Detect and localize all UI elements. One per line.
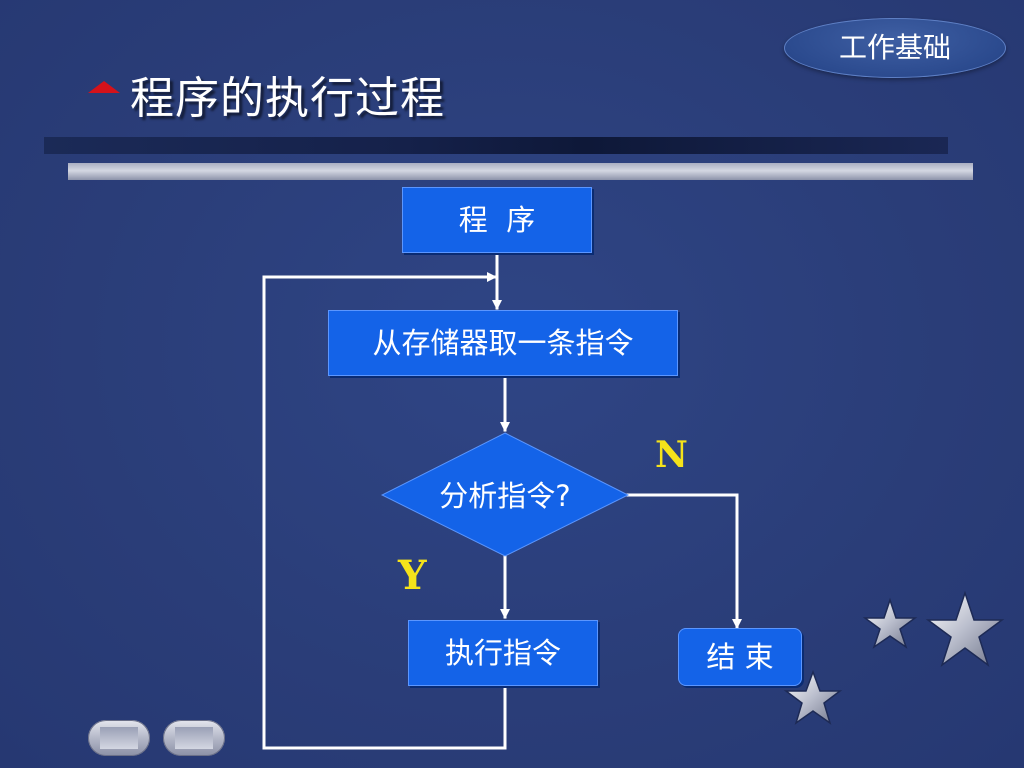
start-node: 程 序 bbox=[402, 187, 592, 253]
decorative-stars bbox=[862, 590, 1005, 667]
next-slide-button[interactable] bbox=[163, 720, 225, 756]
arrow-decision-to-end bbox=[626, 493, 742, 629]
page-title: 程序的执行过程 bbox=[130, 73, 445, 124]
yes-branch-label: Y bbox=[398, 552, 427, 599]
star-icon bbox=[925, 590, 1005, 667]
arrow-loop-back bbox=[262, 272, 507, 750]
decision-diamond-shape bbox=[380, 432, 630, 557]
prev-slide-button[interactable] bbox=[88, 720, 150, 756]
red-triangle-icon bbox=[88, 81, 120, 93]
header-divider-light bbox=[68, 163, 973, 180]
header-divider-dark bbox=[44, 137, 948, 154]
decision-node-label: 分析指令? bbox=[439, 479, 571, 513]
star-icon bbox=[862, 597, 918, 649]
no-branch-label: N bbox=[655, 434, 688, 476]
star-icon bbox=[783, 669, 843, 725]
end-node: 结 束 bbox=[678, 628, 802, 686]
title-row: 程序的执行过程 bbox=[88, 64, 445, 124]
fetch-instruction-node: 从存储器取一条指令 bbox=[328, 310, 678, 376]
section-badge: 工作基础 bbox=[784, 18, 1006, 78]
prev-slide-icon bbox=[100, 727, 138, 749]
execute-instruction-node: 执行指令 bbox=[408, 620, 598, 686]
next-slide-icon bbox=[175, 727, 213, 749]
